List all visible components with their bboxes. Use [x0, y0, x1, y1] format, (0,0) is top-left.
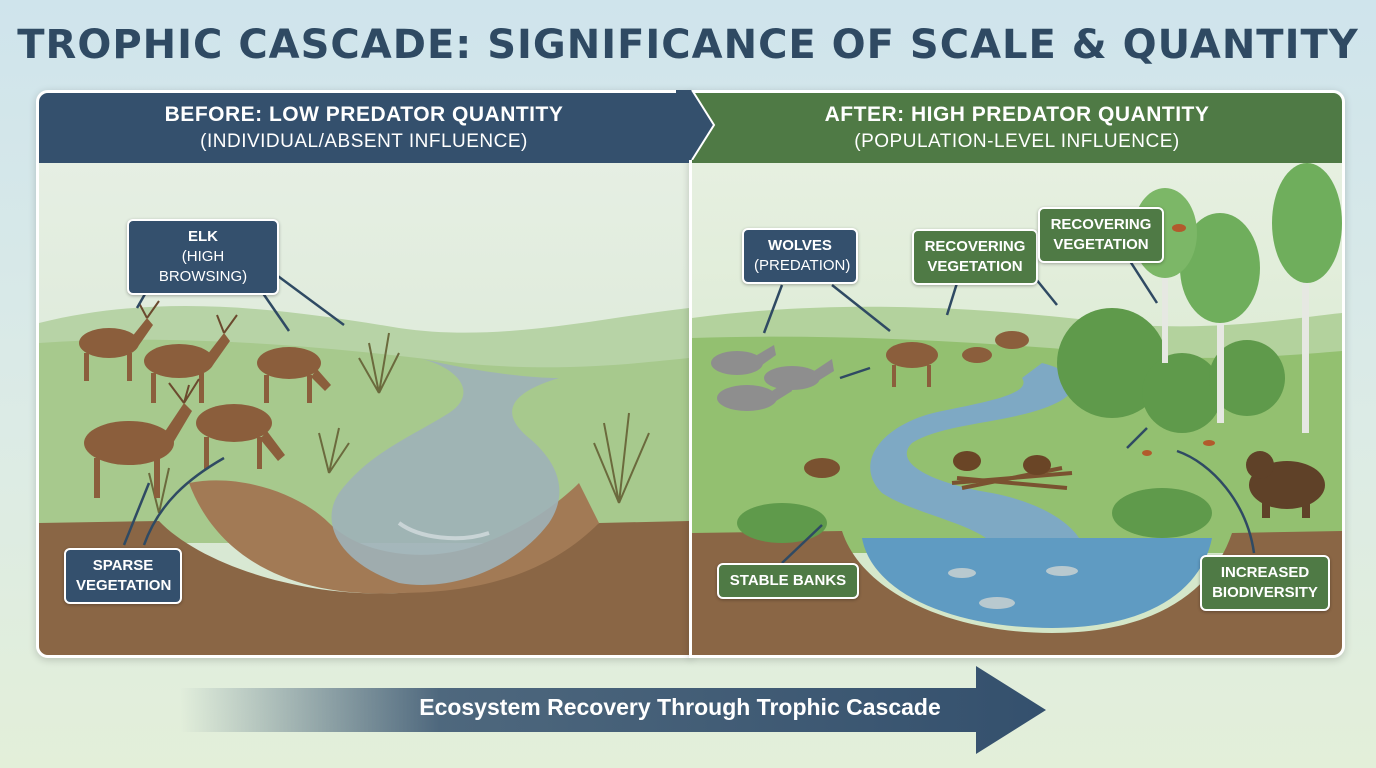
fish-icon: [1046, 566, 1078, 576]
elk-icon: [886, 331, 1029, 387]
increased-biodiversity-callout: INCREASED BIODIVERSITY: [1200, 555, 1330, 611]
recovering-vegetation-1-line1: RECOVERING: [924, 238, 1026, 255]
bird-icon: [1142, 224, 1215, 456]
ecosystem-recovery-arrow: [180, 666, 1046, 754]
fish-icon: [948, 568, 976, 578]
river-icon: [331, 358, 560, 585]
sparse-vegetation-line1: SPARSE: [92, 557, 154, 574]
before-subheading: (INDIVIDUAL/ABSENT INFLUENCE): [200, 131, 528, 152]
river-icon: [870, 363, 1082, 543]
before-header: BEFORE: LOW PREDATOR QUANTITY (INDIVIDUA…: [39, 93, 689, 163]
wolves-callout-subtitle: (PREDATION): [754, 257, 851, 274]
recovering-vegetation-callout-2: RECOVERING VEGETATION: [1038, 207, 1164, 263]
sparse-vegetation-callout: SPARSE VEGETATION: [64, 548, 182, 604]
wolf-icon: [711, 345, 834, 411]
elk-callout-subtitle: (HIGH BROWSING): [158, 248, 248, 285]
before-after-divider-arrow: [676, 90, 716, 160]
elk-callout: ELK (HIGH BROWSING): [127, 219, 279, 295]
fish-icon: [979, 597, 1015, 609]
beaver-icon: [1023, 455, 1051, 475]
increased-biodiversity-line2: BIODIVERSITY: [1212, 584, 1318, 601]
after-panel: AFTER: HIGH PREDATOR QUANTITY (POPULATIO…: [689, 90, 1345, 658]
ecosystem-recovery-label: Ecosystem Recovery Through Trophic Casca…: [419, 694, 941, 720]
elk-callout-title: ELK: [188, 228, 218, 245]
increased-biodiversity-line1: INCREASED: [1220, 564, 1310, 581]
before-heading: BEFORE: LOW PREDATOR QUANTITY: [164, 103, 564, 126]
sparse-vegetation-line2: VEGETATION: [76, 577, 172, 594]
recovering-vegetation-2-line2: VEGETATION: [1053, 236, 1149, 253]
page-title: TROPHIC CASCADE: SIGNIFICANCE OF SCALE &…: [17, 22, 1359, 68]
recovering-vegetation-2-line1: RECOVERING: [1050, 216, 1152, 233]
stable-banks-callout: STABLE BANKS: [717, 563, 859, 599]
beaver-icon: [804, 458, 840, 478]
recovering-vegetation-callout-1: RECOVERING VEGETATION: [912, 229, 1038, 285]
after-heading: AFTER: HIGH PREDATOR QUANTITY: [824, 103, 1210, 126]
after-header: AFTER: HIGH PREDATOR QUANTITY (POPULATIO…: [692, 93, 1342, 163]
pond: [862, 538, 1212, 628]
before-panel: BEFORE: LOW PREDATOR QUANTITY (INDIVIDUA…: [36, 90, 692, 658]
stable-banks-label: STABLE BANKS: [729, 572, 847, 589]
wolves-callout: WOLVES (PREDATION): [742, 228, 858, 284]
wolves-callout-title: WOLVES: [768, 237, 832, 254]
after-subheading: (POPULATION-LEVEL INFLUENCE): [854, 131, 1180, 152]
recovering-vegetation-1-line2: VEGETATION: [927, 258, 1023, 275]
beaver-icon: [953, 451, 981, 471]
